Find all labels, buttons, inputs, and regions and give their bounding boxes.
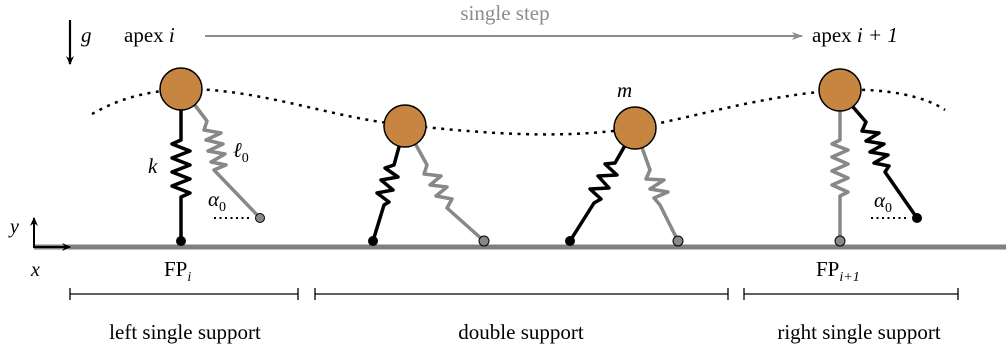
pose-3-leg-trailing	[633, 127, 680, 242]
phase-label-right: right single support	[777, 320, 940, 344]
apex-end-label: apex i + 1	[812, 23, 898, 47]
pose-1-foot-passive	[255, 213, 265, 223]
pose-4-foot-stance	[834, 235, 846, 247]
pose-3-leg-leading	[568, 127, 637, 242]
single-step-label: single step	[460, 1, 549, 25]
pose-4-leg-swing	[838, 90, 919, 219]
y-axis-label: y	[8, 216, 19, 238]
pose-1-mass	[159, 67, 203, 111]
pose-2-foot-leading	[368, 236, 378, 246]
pose-2-leg-trailing	[403, 124, 486, 243]
angle-right-label: α0	[874, 188, 892, 216]
phase-bracket-double	[314, 288, 729, 300]
pose-1-foot-stance	[176, 236, 186, 246]
apex-start-label: apex i	[124, 23, 175, 47]
pose-3-foot-trailing	[672, 235, 684, 247]
phase-label-left: left single support	[109, 320, 261, 344]
x-axis-label: x	[30, 259, 40, 281]
pose-2-leg-leading	[371, 124, 407, 242]
phase-bracket-right	[743, 288, 959, 300]
pose-4-mass	[818, 68, 862, 112]
pose-4	[818, 68, 922, 247]
rest-length-label: ℓ0	[233, 138, 249, 166]
com-trajectory	[91, 87, 946, 136]
stiffness-label: k	[148, 154, 158, 178]
mass-label: m	[617, 78, 632, 102]
gravity-label: g	[81, 23, 92, 47]
pose-1-leg-passive	[179, 85, 262, 220]
pose-1-leg-stance	[170, 87, 192, 241]
phase-bracket-left	[69, 288, 299, 300]
angle-left-label: α0	[208, 187, 226, 215]
phase-label-double: double support	[458, 320, 584, 344]
pose-2-foot-trailing	[478, 235, 490, 247]
pose-1	[159, 67, 265, 246]
pose-2-mass	[383, 104, 427, 148]
pose-4-leg-stance	[830, 92, 850, 241]
pose-4-foot-swing	[912, 213, 922, 223]
foot-point-left-label: FPi	[164, 257, 191, 285]
pose-3	[565, 106, 684, 247]
pose-3-mass	[613, 106, 657, 150]
foot-point-right-label: FPi+1	[816, 257, 860, 285]
pose-3-foot-leading	[565, 236, 575, 246]
pose-2	[368, 104, 490, 247]
